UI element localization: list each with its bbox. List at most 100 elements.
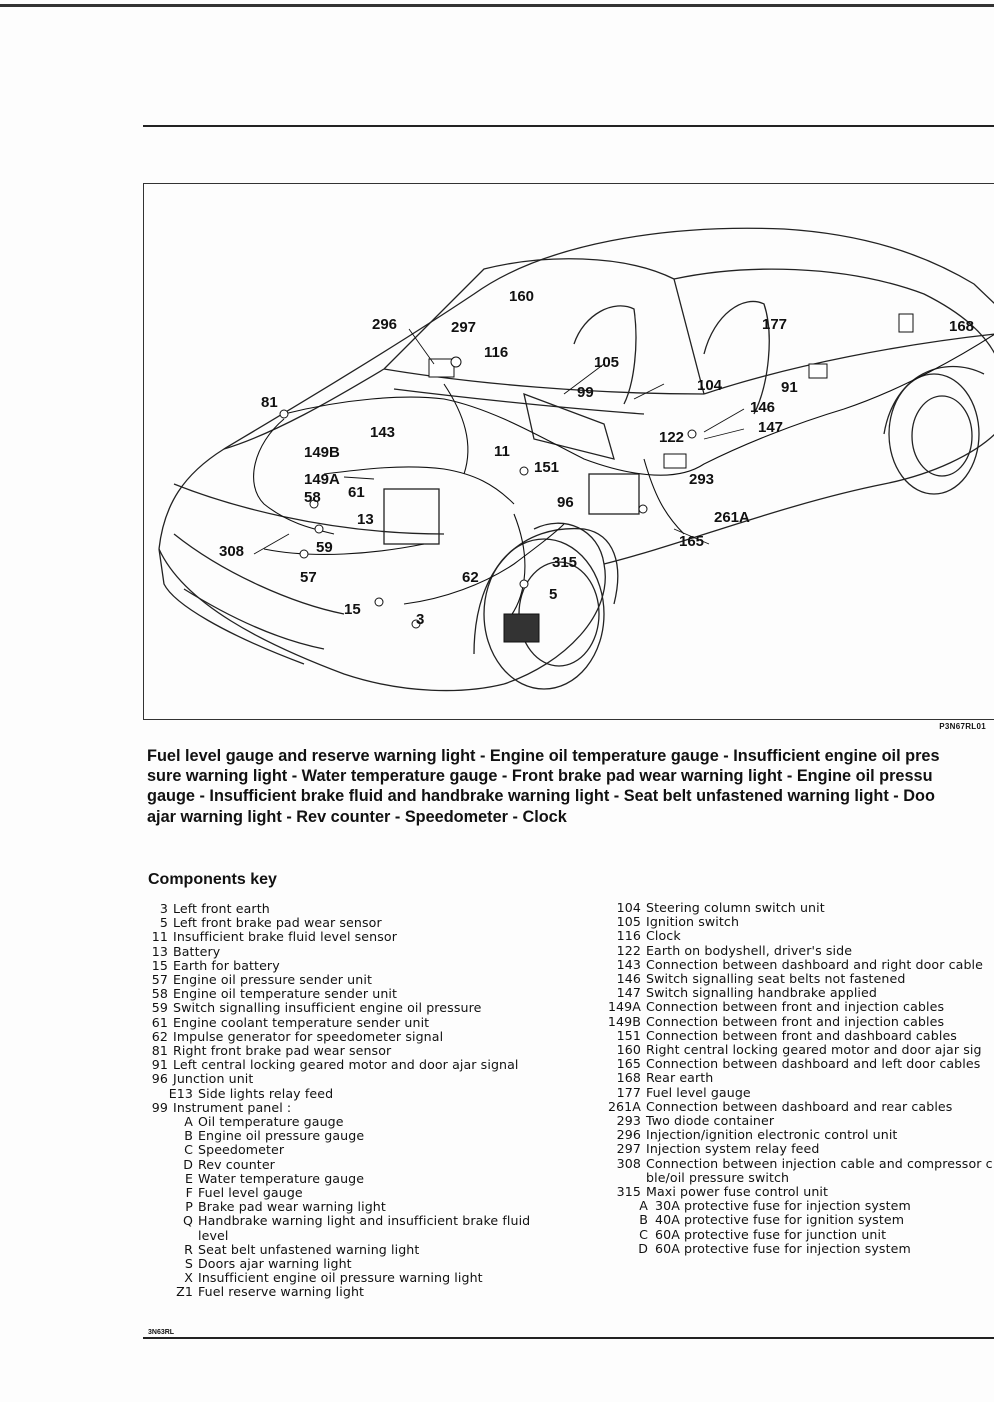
- callout-label: 296: [372, 316, 397, 333]
- callout-label: 59: [316, 539, 333, 556]
- key-item: level: [148, 1228, 578, 1243]
- key-item-text: Connection between dashboard and right d…: [646, 956, 984, 972]
- callout-label: 13: [357, 511, 374, 528]
- callout-label: 149B: [304, 444, 340, 461]
- components-key-title: Components key: [148, 871, 277, 888]
- key-item-code: 147: [616, 985, 641, 1001]
- key-item-text: Connection between front and dashboard c…: [646, 1027, 957, 1043]
- callout-label: 81: [261, 394, 278, 411]
- key-item-text: Switch signalling insufficient engine oi…: [173, 1000, 482, 1016]
- key-item-text: Ignition switch: [646, 914, 740, 930]
- key-item-code: 122: [616, 942, 641, 958]
- key-item-text: Engine coolant temperature sender unit: [173, 1014, 430, 1030]
- key-item-text: Connection between dashboard and rear ca…: [646, 1098, 953, 1114]
- key-item-code: Q: [182, 1213, 193, 1229]
- key-item-text: Steering column switch unit: [646, 901, 825, 915]
- key-item-text: Switch signalling seat belts not fastene…: [646, 971, 906, 987]
- key-item-code: D: [183, 1156, 193, 1172]
- key-item-text: Seat belt unfastened warning light: [198, 1241, 420, 1257]
- key-item: F Fuel level gauge: [148, 1185, 578, 1201]
- key-item-code: 308: [616, 1155, 641, 1171]
- key-item-code: E: [184, 1170, 193, 1186]
- key-item-code: 58: [151, 986, 168, 1002]
- key-item-text: Insufficient brake fluid level sensor: [173, 929, 397, 945]
- callout-label: 146: [750, 399, 775, 416]
- callout-label: 105: [594, 354, 619, 371]
- key-item: 104 Steering column switch unit: [607, 901, 994, 915]
- key-item-code: 296: [616, 1127, 641, 1143]
- top-edge-rule: [0, 4, 994, 7]
- key-item-text: 30A protective fuse for injection system: [655, 1198, 911, 1214]
- key-item-code: Z1: [176, 1284, 193, 1300]
- key-item-code: B: [639, 1212, 648, 1228]
- key-item-code: 62: [151, 1028, 168, 1044]
- key-item-text: Engine oil pressure gauge: [198, 1128, 365, 1144]
- key-item-text: Maxi power fuse control unit: [646, 1184, 829, 1200]
- key-item-code: 315: [616, 1184, 641, 1200]
- footer-code: 3N63RL: [148, 1329, 175, 1336]
- callout-label: 297: [451, 319, 476, 336]
- callout-label: 116: [484, 344, 508, 361]
- key-item: ble/oil pressure switch: [607, 1170, 994, 1185]
- key-item: X Insufficient engine oil pressure warnin…: [148, 1271, 578, 1285]
- caption-line: ajar warning light - Rev counter - Speed…: [147, 807, 567, 826]
- key-item-text: Connection between front and injection c…: [646, 999, 945, 1015]
- key-item-code: 149B: [607, 1013, 641, 1029]
- key-item-code: 105: [616, 914, 641, 930]
- key-item-text: Insufficient engine oil pressure warning…: [198, 1270, 483, 1286]
- figure-reference-code: P3N67RL01: [939, 722, 986, 731]
- key-item-code: 177: [616, 1084, 641, 1100]
- key-item-code: 261A: [607, 1098, 641, 1114]
- key-item-code: 91: [151, 1057, 168, 1073]
- key-item-code: 104: [616, 901, 641, 915]
- key-item-code: B: [184, 1128, 193, 1144]
- key-item-code: A: [184, 1114, 193, 1130]
- key-item-code: 165: [616, 1056, 641, 1072]
- callout-labels: 160 296 297 116 105 104 177 168 81 99 91…: [219, 288, 974, 628]
- key-item-code: 160: [616, 1042, 641, 1058]
- key-item: 105 Ignition switch: [607, 915, 994, 929]
- key-item-code: [607, 1171, 641, 1185]
- key-item: B Engine oil pressure gauge: [148, 1129, 578, 1143]
- key-item-text: Junction unit: [173, 1071, 254, 1087]
- key-item-text: Side lights relay feed: [198, 1085, 334, 1101]
- callout-label: 5: [549, 586, 557, 603]
- key-item: 149A Connection between front and injecti…: [607, 1000, 994, 1014]
- key-item-code: S: [184, 1256, 193, 1272]
- key-item-text: Fuel level gauge: [198, 1185, 303, 1201]
- key-item-code: 96: [151, 1071, 168, 1087]
- key-item-code: R: [184, 1241, 193, 1257]
- key-item-text: Doors ajar warning light: [198, 1256, 352, 1272]
- key-item-code: 151: [616, 1027, 641, 1043]
- key-item-text: Right front brake pad wear sensor: [173, 1043, 392, 1059]
- callout-label: 99: [577, 384, 594, 401]
- caption-line: Fuel level gauge and reserve warning lig…: [147, 747, 940, 765]
- key-item-code: X: [184, 1270, 193, 1286]
- key-item-code: F: [185, 1185, 193, 1201]
- key-item-text: Impulse generator for speedometer signal: [173, 1028, 444, 1044]
- callout-label: 315: [552, 554, 577, 571]
- key-item-code: C: [184, 1142, 193, 1158]
- key-item-code: 149A: [607, 999, 641, 1015]
- key-item-text: Right central locking geared motor and d…: [646, 1042, 982, 1058]
